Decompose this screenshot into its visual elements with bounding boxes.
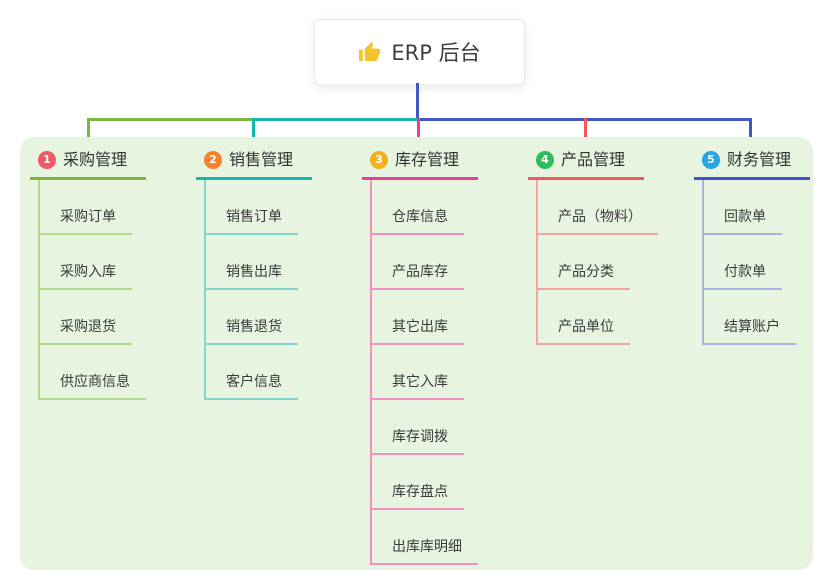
branch-4: 4 产品管理产品（物料）产品分类产品单位 [528, 149, 658, 345]
child-node[interactable]: 产品单位 [538, 290, 630, 345]
child-node[interactable]: 采购退货 [40, 290, 132, 345]
branches-panel [20, 137, 813, 570]
connector-branch-drop [252, 118, 255, 152]
branch-node[interactable]: 5 财务管理 [694, 149, 810, 180]
branch-node-label: 产品管理 [561, 150, 626, 169]
branch-node-label: 库存管理 [395, 150, 460, 169]
connector-root-line [416, 83, 419, 119]
branch-node[interactable]: 3 库存管理 [362, 149, 478, 180]
branch-children: 回款单付款单结算账户 [702, 180, 810, 345]
branch-node[interactable]: 2 销售管理 [196, 149, 312, 180]
branch-children: 仓库信息产品库存其它出库其它入库库存调拨库存盘点出库库明细 [370, 180, 478, 565]
branch-3: 3 库存管理仓库信息产品库存其它出库其它入库库存调拨库存盘点出库库明细 [362, 149, 478, 565]
child-node[interactable]: 销售退货 [206, 290, 298, 345]
child-node[interactable]: 客户信息 [206, 345, 298, 400]
child-node[interactable]: 其它入库 [372, 345, 464, 400]
child-node[interactable]: 其它出库 [372, 290, 464, 345]
child-node[interactable]: 供应商信息 [40, 345, 146, 400]
child-node[interactable]: 回款单 [704, 180, 782, 235]
child-node[interactable]: 产品库存 [372, 235, 464, 290]
child-node[interactable]: 库存盘点 [372, 455, 464, 510]
connector-branch-drop [749, 118, 752, 152]
child-node[interactable]: 产品分类 [538, 235, 630, 290]
connector-branch-drop [417, 118, 420, 152]
branch-children: 销售订单销售出库销售退货客户信息 [204, 180, 312, 400]
branch-node[interactable]: 1 采购管理 [30, 149, 146, 180]
branch-children: 采购订单采购入库采购退货供应商信息 [38, 180, 146, 400]
branch-5: 5 财务管理回款单付款单结算账户 [694, 149, 810, 345]
priority-badge: 5 [702, 151, 720, 169]
branch-1: 1 采购管理采购订单采购入库采购退货供应商信息 [30, 149, 146, 400]
child-node[interactable]: 出库库明细 [372, 510, 478, 565]
child-node[interactable]: 结算账户 [704, 290, 796, 345]
child-node[interactable]: 销售订单 [206, 180, 298, 235]
connector-bus-segment [252, 118, 418, 121]
priority-badge: 1 [38, 151, 56, 169]
branch-node-label: 销售管理 [229, 150, 294, 169]
child-node[interactable]: 付款单 [704, 235, 782, 290]
branch-node-label: 财务管理 [727, 150, 792, 169]
connector-branch-drop [87, 118, 90, 152]
priority-badge: 4 [536, 151, 554, 169]
priority-badge: 3 [370, 151, 388, 169]
child-node[interactable]: 仓库信息 [372, 180, 464, 235]
child-node[interactable]: 采购入库 [40, 235, 132, 290]
branch-node-label: 采购管理 [63, 150, 128, 169]
thumbs-up-icon [359, 41, 381, 61]
root-node-label: ERP 后台 [391, 41, 481, 65]
branch-node[interactable]: 4 产品管理 [528, 149, 644, 180]
root-node[interactable]: ERP 后台 [314, 19, 525, 85]
child-node[interactable]: 销售出库 [206, 235, 298, 290]
child-node[interactable]: 库存调拨 [372, 400, 464, 455]
connector-bus-segment [87, 118, 253, 121]
child-node[interactable]: 产品（物料） [538, 180, 658, 235]
priority-badge: 2 [204, 151, 222, 169]
branch-children: 产品（物料）产品分类产品单位 [536, 180, 658, 345]
child-node[interactable]: 采购订单 [40, 180, 132, 235]
branch-2: 2 销售管理销售订单销售出库销售退货客户信息 [196, 149, 312, 400]
connector-branch-drop [584, 118, 587, 152]
